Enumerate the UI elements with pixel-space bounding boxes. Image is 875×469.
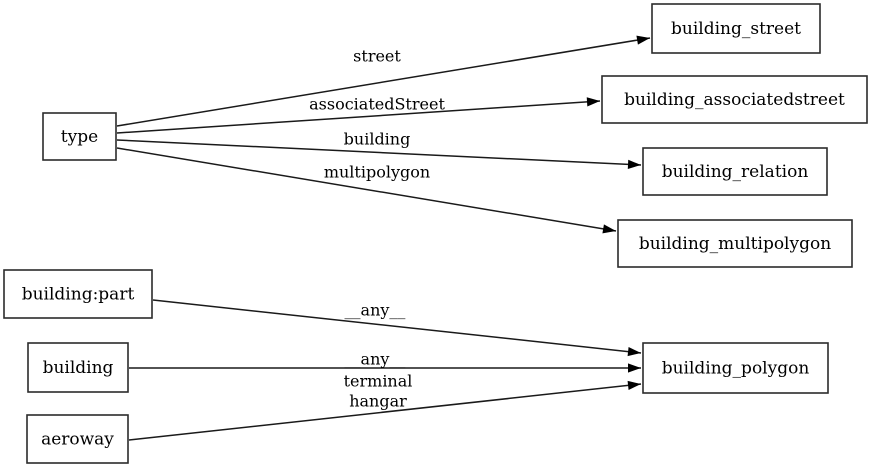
edge-label: street (353, 47, 401, 66)
node-label: aeroway (41, 430, 114, 450)
edge-arrowhead (627, 159, 641, 169)
edge-line (116, 37, 651, 127)
edge-arrowhead (627, 347, 641, 357)
edge-line (116, 147, 617, 232)
nodes-layer: type building_street building_associatedst… (3, 3, 868, 464)
edge-arrowhead (602, 224, 616, 234)
node-label: building (43, 358, 114, 378)
edge-arrowhead (628, 363, 641, 373)
edge-label: multipolygon (324, 163, 430, 182)
edge-line (116, 139, 642, 166)
node-box[interactable] (651, 3, 821, 54)
node-building_associatedstreet[interactable]: building_associatedstreet (601, 75, 868, 124)
node-label: building_associatedstreet (624, 90, 845, 110)
node-building[interactable]: building (27, 342, 129, 393)
node-label: building:part (22, 285, 135, 305)
node-box[interactable] (3, 269, 153, 319)
edge-label: terminal (344, 372, 413, 391)
node-building_street[interactable]: building_street (651, 3, 821, 54)
node-box[interactable] (42, 112, 117, 161)
node-building_polygon[interactable]: building_polygon (642, 342, 829, 394)
node-building_part[interactable]: building:part (3, 269, 153, 319)
node-aeroway[interactable]: aeroway (26, 414, 129, 464)
node-building_multipolygon[interactable]: building_multipolygon (617, 219, 853, 268)
node-box[interactable] (601, 75, 868, 124)
node-box[interactable] (26, 414, 129, 464)
node-box[interactable] (27, 342, 129, 393)
node-box[interactable] (642, 342, 829, 394)
node-box[interactable] (642, 147, 828, 196)
node-box[interactable] (617, 219, 853, 268)
node-building_relation[interactable]: building_relation (642, 147, 828, 196)
edge-label: associatedStreet (309, 95, 445, 114)
node-label: building_relation (662, 162, 809, 182)
edge-arrowhead (627, 380, 641, 390)
arrowheads-layer (586, 35, 650, 390)
edge-arrowhead (636, 35, 650, 45)
edge-label: building (344, 130, 411, 149)
edge-line (116, 100, 601, 134)
node-label: type (61, 127, 98, 147)
node-label: building_polygon (662, 359, 810, 379)
edge-line (152, 299, 642, 354)
edges-layer (116, 37, 651, 441)
node-label: building_multipolygon (639, 234, 831, 254)
node-type[interactable]: type (42, 112, 117, 161)
edge-label: __any__ (345, 301, 406, 320)
node-label: building_street (671, 19, 801, 39)
edge-arrowhead (586, 97, 600, 107)
edge-label: __any__ (345, 350, 406, 369)
edge-line (128, 383, 642, 441)
edge-label: hangar (349, 392, 407, 411)
edge-labels-layer: street associatedStreet building multipolyg… (309, 47, 445, 411)
